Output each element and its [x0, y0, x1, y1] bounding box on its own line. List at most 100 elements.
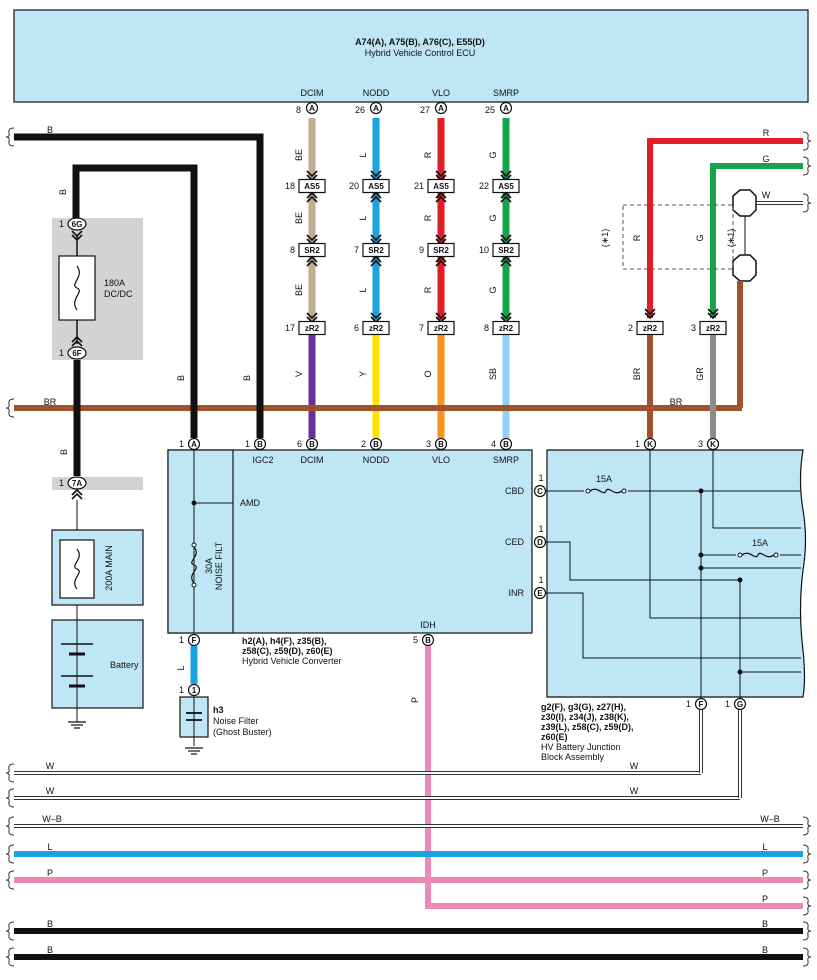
junction-pin: 6: [354, 323, 359, 333]
noise-filter-alias: (Ghost Buster): [213, 727, 272, 737]
noise-filt-fuse: [191, 546, 197, 584]
b-wire-label: B: [762, 919, 768, 929]
wire-color-label: R: [423, 214, 433, 221]
fuse-rating: 180A: [104, 278, 125, 288]
connector-chevron-up: [71, 335, 83, 347]
converter-signal-pin-letter: B: [373, 440, 379, 449]
fuse-name: DC/DC: [104, 289, 133, 299]
g-wire-label: G: [762, 154, 769, 164]
converter-signal-pin-number: 3: [426, 439, 431, 449]
inr-wire: [546, 592, 801, 659]
noise-filter-id: h3: [213, 705, 224, 715]
converter-pin-idh: [421, 633, 435, 647]
w-wire-label: W: [762, 190, 771, 200]
converter-pin-a-letter: A: [191, 440, 197, 449]
main-fuse-pin: 1: [59, 478, 64, 488]
junction-connector-as5-label: AS5: [368, 182, 384, 191]
wb-wire-label: W–B: [760, 814, 780, 824]
converter-signal-pin: [499, 437, 513, 451]
ecu-pin-number: 27: [420, 105, 430, 115]
w-wire-label: W: [46, 786, 55, 796]
converter-pin-f-letter: F: [192, 636, 197, 645]
main-fuse-connector-bar: [52, 477, 143, 490]
optional-connector-top: [732, 189, 757, 217]
converter-fuse-section: [167, 449, 234, 634]
converter-pin-cbd: [533, 484, 547, 498]
junction-connector-zr2: [298, 320, 326, 336]
splice-dot: [191, 500, 197, 506]
black-b-wire-amd: [72, 164, 198, 438]
converter-connector-list: h2(A), h4(F), z35(B),: [242, 636, 327, 646]
w-wire-label: W: [46, 761, 55, 771]
converter-pin-ced: [533, 535, 547, 549]
junction-connector-sr2-label: SR2: [304, 246, 320, 255]
main-fuse-label: 200A MAIN: [104, 545, 114, 591]
wire-color-label: Y: [358, 371, 368, 377]
converter-pin-idh-letter: B: [425, 636, 431, 645]
converter-terminal-inr: INR: [509, 588, 525, 598]
junction-pin-g: [733, 697, 747, 711]
converter-name: Hybrid Vehicle Converter: [242, 656, 342, 666]
wire-color-label: L: [358, 215, 368, 220]
converter-pin-inr: [533, 586, 547, 600]
ecu-terminal-name: VLO: [432, 88, 450, 98]
connector-chevron-up: [306, 255, 318, 267]
converter-pin-inr-number: 1: [538, 575, 543, 585]
junction-pin: 21: [414, 181, 424, 191]
junction-connector-list: z60(E): [541, 732, 568, 742]
converter-signal-pin-number: 6: [297, 439, 302, 449]
fuse-top-pin: 1: [59, 219, 64, 229]
junction-pin-k3: [706, 437, 720, 451]
wire-color-label: BE: [294, 212, 304, 224]
junction-connector-zr2-label: zR2: [434, 324, 449, 333]
noise-filt-name: NOISE FILT: [214, 541, 224, 590]
converter-terminal-ced: CED: [505, 537, 525, 547]
converter-signal-pin-letter: B: [309, 440, 315, 449]
wire-color-label: B: [176, 375, 186, 381]
wire-color-label: BR: [632, 367, 642, 380]
battery-box: [51, 619, 144, 709]
junction-pin: 22: [479, 181, 489, 191]
junction-connector-zr2-label: zR2: [305, 324, 320, 333]
converter-signal-pin-number: 4: [491, 439, 496, 449]
wire-color-label: GR: [695, 367, 705, 381]
right-connector-pin: 2: [628, 323, 633, 333]
w-wire-label: W: [630, 786, 639, 796]
b-wire-label: B: [47, 945, 53, 955]
junction-pin-k1-letter: K: [647, 440, 653, 449]
fuse-symbol-main: [74, 548, 80, 590]
p-wire-label: P: [47, 868, 53, 878]
br-wire-label: BR: [44, 397, 57, 407]
converter-signal-pin: [434, 437, 448, 451]
connector-chevron-down: [71, 230, 83, 242]
wire-color-label: BE: [294, 149, 304, 161]
ecu-terminal-name: SMRP: [493, 88, 519, 98]
converter-pin-a: [187, 437, 201, 451]
wire-color-label: G: [488, 286, 498, 293]
converter-signal-pin: [369, 437, 383, 451]
junction-pin-f: [694, 697, 708, 711]
junction-connector-list: g2(F), g3(G), z27(H),: [541, 702, 626, 712]
junction-connector-sr2-label: SR2: [433, 246, 449, 255]
noise-filt-rating: 30A: [204, 558, 214, 574]
ecu-subtitle: Hybrid Vehicle Control ECU: [365, 48, 476, 58]
fuse-bottom-connector: [67, 346, 87, 360]
p-wire-label: P: [762, 894, 768, 904]
converter-pin-cbd-letter: C: [537, 487, 543, 496]
b-wire-label: B: [47, 125, 53, 135]
b-wire-break: [5, 947, 15, 967]
wb-wire-label: W–B: [42, 814, 62, 824]
ecu-terminal-name: NODD: [363, 88, 390, 98]
converter-terminal-name: SMRP: [493, 455, 519, 465]
p-wire-break: [5, 870, 15, 890]
fuse-end: [191, 542, 197, 548]
connector-chevron-up: [500, 255, 512, 267]
junction-pin: 8: [484, 323, 489, 333]
ecu-pin-number: 26: [355, 105, 365, 115]
splice-dot: [737, 669, 743, 675]
right-connector-zr2: [699, 320, 727, 336]
noise-filter-name: Noise Filter: [213, 716, 259, 726]
junction-pin: 9: [419, 245, 424, 255]
splice-dot: [698, 565, 704, 571]
wire-color-label: L: [358, 152, 368, 157]
